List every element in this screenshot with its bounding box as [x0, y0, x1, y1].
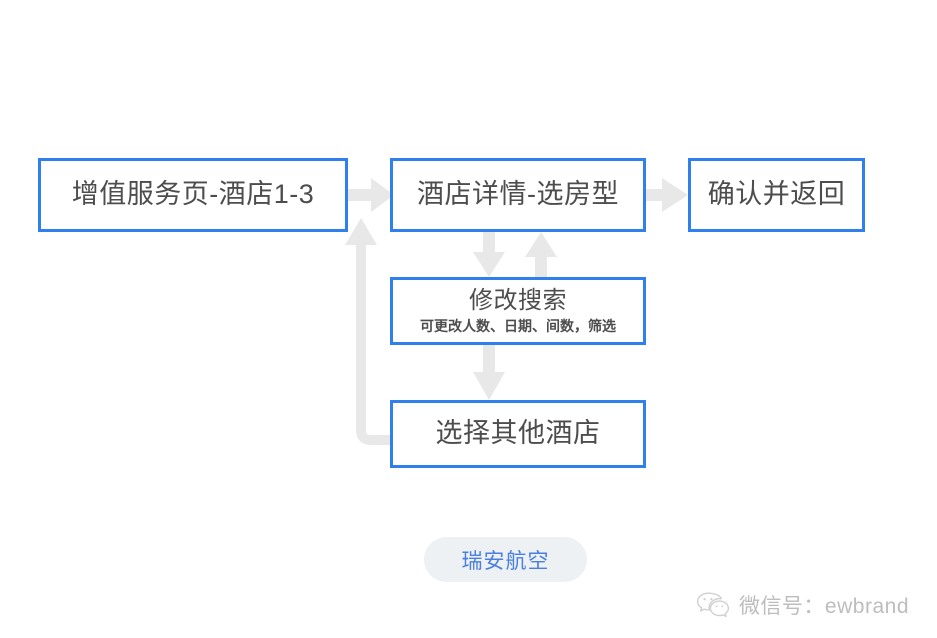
flow-node-title: 增值服务页-酒店1-3 [71, 179, 315, 210]
flow-node-title: 酒店详情-选房型 [417, 179, 619, 210]
arrow-node2-to-node4-down [473, 232, 505, 277]
flow-node-hotel-detail[interactable]: 酒店详情-选房型 [390, 158, 646, 232]
arrow-node2-to-node3 [646, 178, 688, 212]
flow-node-title: 确认并返回 [707, 179, 846, 210]
arrow-node1-to-node2 [348, 178, 394, 212]
wechat-icon [696, 592, 730, 618]
flow-node-modify-search[interactable]: 修改搜索 可更改人数、日期、间数，筛选 [390, 277, 646, 345]
flow-node-title: 选择其他酒店 [435, 418, 601, 449]
arrow-node5-to-node2-elbow [345, 218, 390, 445]
flow-node-title: 修改搜索 [469, 286, 567, 314]
flow-node-confirm-and-return[interactable]: 确认并返回 [688, 158, 865, 232]
brand-label: 瑞安航空 [461, 549, 550, 573]
flow-node-choose-other-hotel[interactable]: 选择其他酒店 [390, 400, 646, 468]
arrow-node4-to-node5-down [473, 345, 505, 400]
arrow-node4-to-node2-up [525, 232, 557, 277]
brand-badge[interactable]: 瑞安航空 [424, 537, 587, 582]
wechat-watermark: 微信号：ewbrand [696, 590, 909, 620]
watermark-label: 微信号：ewbrand [738, 595, 909, 618]
flow-node-value-added-service[interactable]: 增值服务页-酒店1-3 [38, 158, 348, 232]
flow-node-subtitle: 可更改人数、日期、间数，筛选 [420, 318, 616, 335]
